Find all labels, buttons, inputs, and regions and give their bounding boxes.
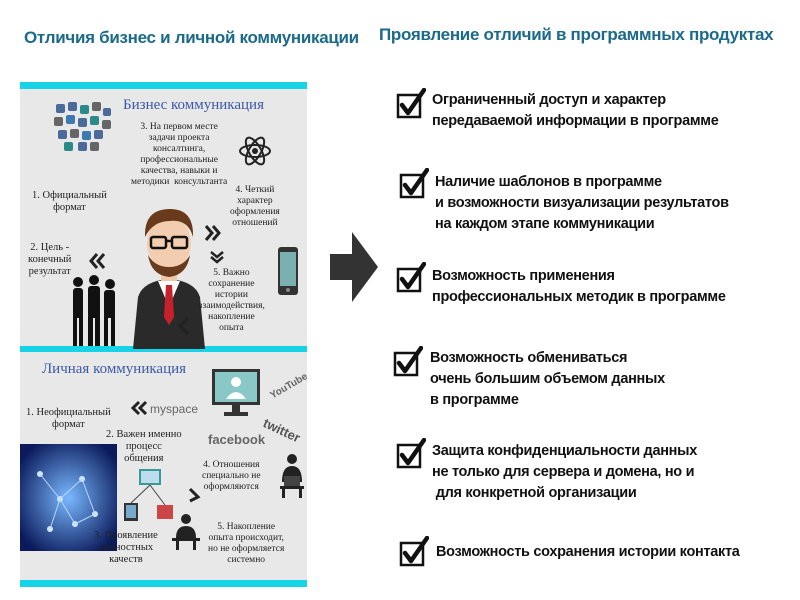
network-image (20, 444, 117, 551)
item-text: Возможность сохранения истории контакта (436, 544, 740, 560)
arrow-right-icon (330, 232, 378, 302)
cyan-bar-bottom (20, 580, 307, 587)
personal-point-4: 4. Отношения специально не оформляются (202, 460, 261, 492)
business-point-2: 2. Цель - конечный результат (28, 242, 72, 277)
right-heading: Проявление отличий в программных продукт… (379, 25, 774, 44)
personal-point-1: 1. Неофициальный формат (26, 407, 111, 430)
chevron-down-icon (210, 251, 224, 264)
personal-title: Личная коммуникация (42, 361, 187, 377)
twitter-badge: twitter (261, 417, 303, 445)
checkbox-checked-icon (396, 262, 426, 293)
item-text: Возможность обмениваться очень большим о… (430, 350, 665, 408)
person-desk-icon (172, 514, 200, 550)
checkbox-checked-icon (396, 438, 426, 469)
devices-icon (124, 469, 173, 521)
checkbox-checked-icon (393, 346, 423, 377)
svg-text:YouTube: YouTube (268, 371, 307, 401)
business-point-4: 4. Четкий характер оформления отношений (230, 185, 280, 228)
business-point-5: 5. Важно сохранение истории взаимодейств… (198, 268, 265, 333)
facebook-logo: facebook (208, 432, 266, 447)
business-title: Бизнес коммуникация (123, 97, 264, 113)
chevrons-right-icon (204, 225, 221, 241)
infographic: Бизнес коммуникация 3. На первом месте з… (20, 82, 307, 587)
chevrons-left-icon (89, 253, 106, 269)
business-point-1: 1. Официальный формат (32, 190, 107, 213)
atom-icon (239, 136, 271, 166)
myspace-logo: myspace (150, 402, 199, 416)
people-silhouettes (73, 275, 115, 346)
left-heading: Отличия бизнес и личной коммуникации (24, 28, 359, 47)
chevron-left-small-icon (177, 316, 190, 336)
item-text: Защита конфиденциальности данных не толь… (432, 443, 697, 501)
checkbox-checked-icon (396, 88, 426, 119)
svg-text:twitter: twitter (261, 417, 303, 445)
business-point-3: 3. На первом месте задачи проекта консал… (131, 122, 228, 187)
cyan-bar-middle (20, 346, 307, 352)
chevrons-left-icon-2 (130, 400, 148, 416)
cyan-bar-top (20, 82, 307, 89)
item-text: Наличие шаблонов в программе и возможнос… (435, 174, 729, 232)
personal-point-5: 5. Накопление опыта происходит, но не оф… (208, 522, 285, 565)
personal-point-3: 3. Проявление личностных качеств (94, 530, 158, 565)
youtube-badge: YouTube (268, 371, 307, 401)
item-text: Возможность применения профессиональных … (432, 268, 726, 305)
computer-user-icon (212, 369, 260, 416)
checkbox-checked-icon (399, 168, 429, 199)
checkbox-checked-icon (399, 536, 429, 567)
chevron-down-small-icon (188, 487, 201, 503)
phone-icon (278, 247, 298, 295)
item-text: Ограниченный доступ и характер передавае… (432, 92, 719, 129)
personal-point-2: 2. Важен именно процесс общения (106, 429, 182, 464)
app-icons-cluster (52, 100, 114, 152)
person-laptop-icon (280, 454, 304, 498)
